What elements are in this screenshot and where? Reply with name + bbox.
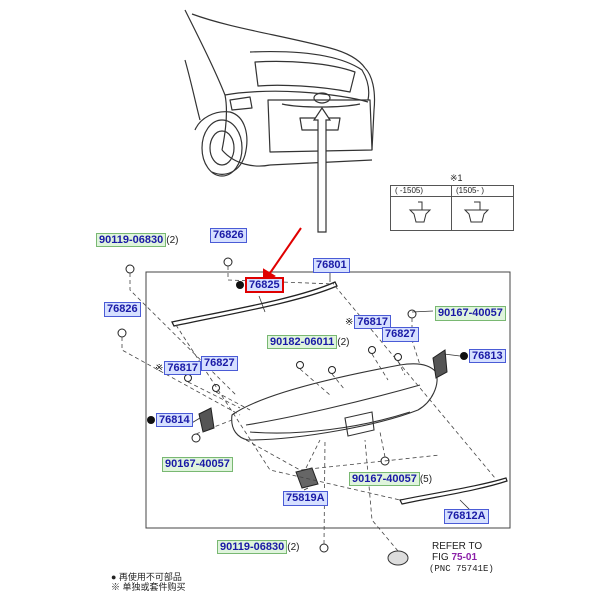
part-label-76813[interactable]: 76813 (460, 349, 506, 363)
kit-mark-icon: ※ (345, 317, 354, 328)
clip-variant-illustrations (408, 201, 490, 223)
direction-arrow (312, 106, 332, 233)
refer-note-line2[interactable]: FIG 75-01 (432, 552, 477, 564)
part-number[interactable]: 90119-06830 (96, 233, 167, 247)
footnote-non-reusable: ● 再使用不可部品 (111, 572, 182, 582)
highlight-arrow (263, 227, 302, 284)
refer-note-line3: (PNC 75741E) (429, 564, 494, 574)
part-label-75819A[interactable]: 75819A (283, 491, 328, 506)
quantity: (2) (166, 235, 179, 246)
legend-divider (391, 196, 513, 197)
refer-note-line1: REFER TO (432, 541, 483, 552)
part-label-90119-bottom[interactable]: 90119-06830(2) (217, 540, 300, 554)
part-label-76825[interactable]: 76825 (236, 277, 284, 293)
part-label-90119-top[interactable]: 90119-06830(2) (96, 233, 179, 247)
part-75819A (295, 467, 319, 489)
non-reusable-dot-icon (460, 352, 468, 361)
part-label-76817-right[interactable]: ※76817 (345, 315, 391, 329)
part-number-highlighted[interactable]: 76825 (245, 277, 284, 293)
part-label-90167-bottom[interactable]: 90167-40057(5) (349, 472, 433, 486)
quantity: (2) (337, 337, 350, 348)
part-number[interactable]: 76817 (164, 361, 201, 375)
back-door-garnish-76801 (231, 363, 438, 441)
kit-mark-icon: ※ (155, 363, 164, 374)
part-label-76827-right[interactable]: 76827 (382, 327, 419, 342)
clip-76814 (198, 407, 215, 433)
part-label-76817-left[interactable]: ※76817 (155, 361, 201, 375)
footnote-kit: ※ 单独或套件购买 (111, 582, 186, 592)
molding-strip-76825 (171, 281, 338, 327)
part-number[interactable]: 90182-06011 (267, 335, 338, 349)
quantity: (2) (287, 542, 300, 553)
clip-76813 (432, 349, 448, 379)
quantity: (5) (419, 474, 433, 485)
part-label-90167-left[interactable]: 90167-40057 (162, 457, 233, 472)
legend-mark: ※1 (450, 173, 463, 183)
non-reusable-dot-icon (236, 281, 244, 290)
legend-divider (451, 186, 452, 230)
legend-col1: ( -1505) (395, 186, 424, 195)
part-label-76826-top[interactable]: 76826 (210, 228, 247, 243)
part-label-76826-left[interactable]: 76826 (104, 302, 141, 317)
part-label-76812A[interactable]: 76812A (444, 509, 489, 524)
non-reusable-dot-icon (147, 416, 155, 425)
refer-prefix: FIG (432, 552, 452, 563)
part-label-76801[interactable]: 76801 (313, 258, 350, 273)
figure-link[interactable]: 75-01 (451, 552, 478, 563)
part-number[interactable]: 76814 (156, 413, 193, 427)
emblem-ref (387, 550, 409, 566)
part-number[interactable]: 76813 (469, 349, 506, 363)
part-number[interactable]: 76817 (354, 315, 391, 329)
legend-col2: (1505- ) (456, 186, 485, 195)
vehicle-rear-illustration (184, 9, 376, 177)
legend-table: ( -1505) (1505- ) (390, 185, 514, 231)
part-label-76827-left[interactable]: 76827 (201, 356, 238, 371)
part-label-90167-right[interactable]: 90167-40057 (435, 306, 506, 321)
part-number[interactable]: 90167-40057 (349, 472, 420, 486)
molding-76812A (399, 477, 508, 505)
leader-lines (121, 266, 496, 552)
part-label-90182[interactable]: 90182-06011(2) (267, 335, 350, 349)
part-label-76814[interactable]: 76814 (147, 413, 193, 427)
part-number[interactable]: 90119-06830 (217, 540, 288, 554)
